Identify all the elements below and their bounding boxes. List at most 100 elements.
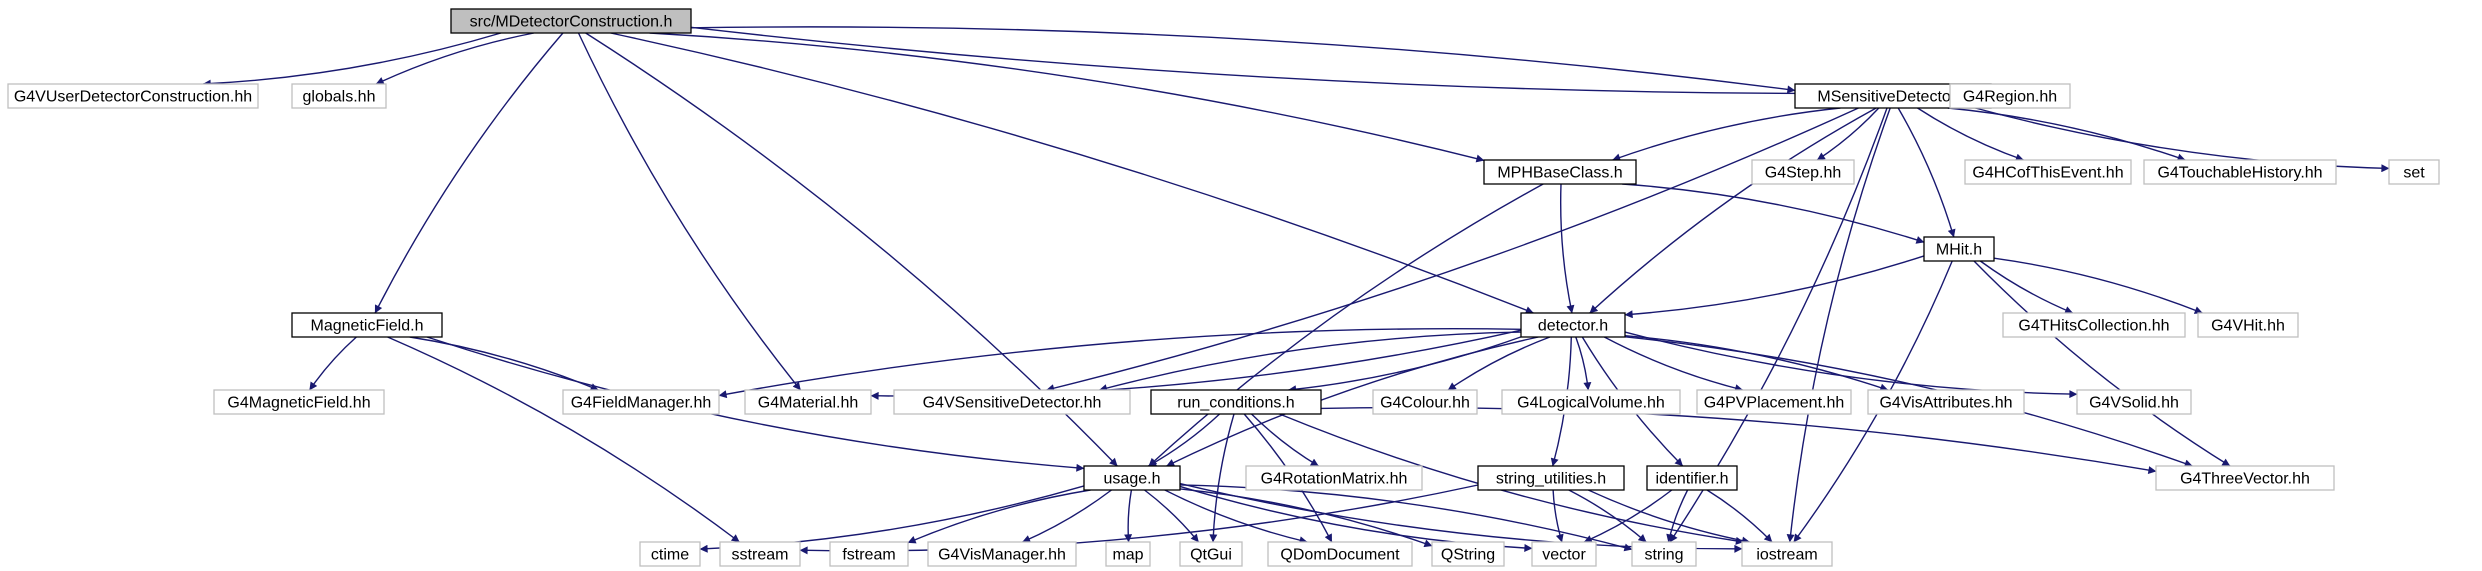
edge-strutil-to-iostream	[1588, 489, 1751, 545]
node-box	[1741, 541, 1833, 567]
node-box	[1372, 389, 1478, 415]
node-box	[213, 389, 385, 415]
node-box	[893, 389, 1131, 415]
node-globals[interactable]: globals.hh	[291, 83, 387, 109]
node-root[interactable]: src/MDetectorConstruction.h	[450, 8, 692, 34]
node-detector[interactable]: detector.h	[1520, 312, 1626, 338]
node-label: map	[1112, 547, 1143, 564]
node-g4magfield[interactable]: G4MagneticField.hh	[213, 389, 385, 415]
node-box	[1751, 159, 1855, 185]
node-iostream[interactable]: iostream	[1741, 541, 1833, 567]
node-label: G4HCofThisEvent.hh	[1972, 165, 2123, 182]
node-label: G4RotationMatrix.hh	[1261, 471, 1408, 488]
edge-usage-to-string	[1179, 484, 1633, 552]
edge-root-to-g4material	[577, 32, 802, 391]
node-box	[1520, 312, 1626, 338]
node-runcond[interactable]: run_conditions.h	[1150, 389, 1322, 415]
node-box	[829, 541, 909, 567]
node-magfield[interactable]: MagneticField.h	[291, 312, 443, 338]
node-g4thits[interactable]: G4THitsCollection.hh	[2002, 312, 2186, 338]
node-box	[2002, 312, 2186, 338]
node-box	[1923, 236, 1995, 262]
edge-detector-to-runcond	[1288, 336, 1522, 394]
node-label: detector.h	[1538, 318, 1608, 335]
node-box	[450, 8, 692, 34]
node-box	[2143, 159, 2337, 185]
node-identifier[interactable]: identifier.h	[1646, 465, 1738, 491]
node-g4rotmat[interactable]: G4RotationMatrix.hh	[1245, 465, 1423, 491]
node-box	[291, 312, 443, 338]
node-label: QDomDocument	[1280, 547, 1400, 564]
node-label: run_conditions.h	[1177, 395, 1294, 412]
node-mhit[interactable]: MHit.h	[1923, 236, 1995, 262]
node-label: usage.h	[1104, 471, 1161, 488]
node-map[interactable]: map	[1105, 541, 1151, 567]
edge-runcond-to-g4rotmat	[1251, 413, 1319, 467]
node-box	[562, 389, 720, 415]
node-box	[2076, 389, 2192, 415]
node-strutil[interactable]: string_utilities.h	[1477, 465, 1625, 491]
node-qstring[interactable]: QString	[1431, 541, 1505, 567]
node-usage[interactable]: usage.h	[1083, 465, 1181, 491]
edge-mphbase-to-usage	[1148, 183, 1544, 467]
node-box	[1949, 83, 2071, 109]
node-g4threevec[interactable]: G4ThreeVector.hh	[2155, 465, 2335, 491]
node-g4vismgr[interactable]: G4VisManager.hh	[927, 541, 1077, 567]
edge-magfield-to-usage	[426, 336, 1085, 472]
edge-msens-to-mhit	[1897, 107, 1956, 238]
edge-detector-to-g4material	[870, 329, 1522, 400]
edge-detector-to-g4pvplace	[1603, 336, 1744, 393]
node-box	[1501, 389, 1681, 415]
node-label: G4VSensitiveDetector.hh	[923, 395, 1102, 412]
node-label: QString	[1441, 547, 1495, 564]
node-g4pvplace[interactable]: G4PVPlacement.hh	[1696, 389, 1852, 415]
edge-detector-to-usage	[1166, 336, 1539, 467]
node-ctime[interactable]: ctime	[639, 541, 701, 567]
node-box	[1696, 389, 1852, 415]
edge-msens-to-g4step	[1816, 107, 1880, 161]
node-g4material[interactable]: G4Material.hh	[744, 389, 872, 415]
node-label: ctime	[651, 547, 689, 564]
edge-detector-to-g4threevec	[1624, 336, 2193, 468]
node-g4hcof[interactable]: G4HCofThisEvent.hh	[1964, 159, 2132, 185]
node-box	[1105, 541, 1151, 567]
node-label: string	[1644, 547, 1683, 564]
node-mphbase[interactable]: MPHBaseClass.h	[1483, 159, 1637, 185]
node-g4vhit[interactable]: G4VHit.hh	[2197, 312, 2299, 338]
node-box	[1179, 541, 1243, 567]
node-label: MHit.h	[1936, 242, 1982, 259]
node-label: src/MDetectorConstruction.h	[470, 14, 673, 31]
edge-detector-to-g4visattr	[1624, 335, 1889, 392]
node-label: G4LogicalVolume.hh	[1517, 395, 1665, 412]
node-string[interactable]: string	[1631, 541, 1697, 567]
edge-identifier-to-vector	[1583, 489, 1673, 543]
node-qtgui[interactable]: QtGui	[1179, 541, 1243, 567]
node-label: set	[2403, 165, 2425, 182]
node-box	[639, 541, 701, 567]
edge-identifier-to-iostream	[1706, 489, 1773, 543]
node-sstream[interactable]: sstream	[719, 541, 801, 567]
node-box	[1646, 465, 1738, 491]
node-g4logvol[interactable]: G4LogicalVolume.hh	[1501, 389, 1681, 415]
node-fstream[interactable]: fstream	[829, 541, 909, 567]
node-label: G4VSolid.hh	[2089, 395, 2179, 412]
node-g4vudc[interactable]: G4VUserDetectorConstruction.hh	[7, 83, 259, 109]
edge-detector-to-g4vsens	[1099, 331, 1522, 392]
node-g4region[interactable]: G4Region.hh	[1949, 83, 2071, 109]
node-g4touch[interactable]: G4TouchableHistory.hh	[2143, 159, 2337, 185]
node-g4step[interactable]: G4Step.hh	[1751, 159, 1855, 185]
node-box	[1267, 541, 1413, 567]
node-set[interactable]: set	[2388, 159, 2440, 185]
edge-mphbase-to-mhit	[1622, 183, 1925, 244]
node-g4vsolid[interactable]: G4VSolid.hh	[2076, 389, 2192, 415]
edge-msens-to-g4touch	[1947, 107, 2186, 162]
node-qdomdoc[interactable]: QDomDocument	[1267, 541, 1413, 567]
edge-magfield-to-g4fieldmgr	[409, 336, 599, 391]
node-g4visattr[interactable]: G4VisAttributes.hh	[1867, 389, 2025, 415]
node-label: G4ThreeVector.hh	[2180, 471, 2310, 488]
node-g4fieldmgr[interactable]: G4FieldManager.hh	[562, 389, 720, 415]
node-vector[interactable]: vector	[1531, 541, 1597, 567]
node-g4colour[interactable]: G4Colour.hh	[1372, 389, 1478, 415]
node-g4vsens[interactable]: G4VSensitiveDetector.hh	[893, 389, 1131, 415]
node-label: G4Material.hh	[758, 395, 859, 412]
